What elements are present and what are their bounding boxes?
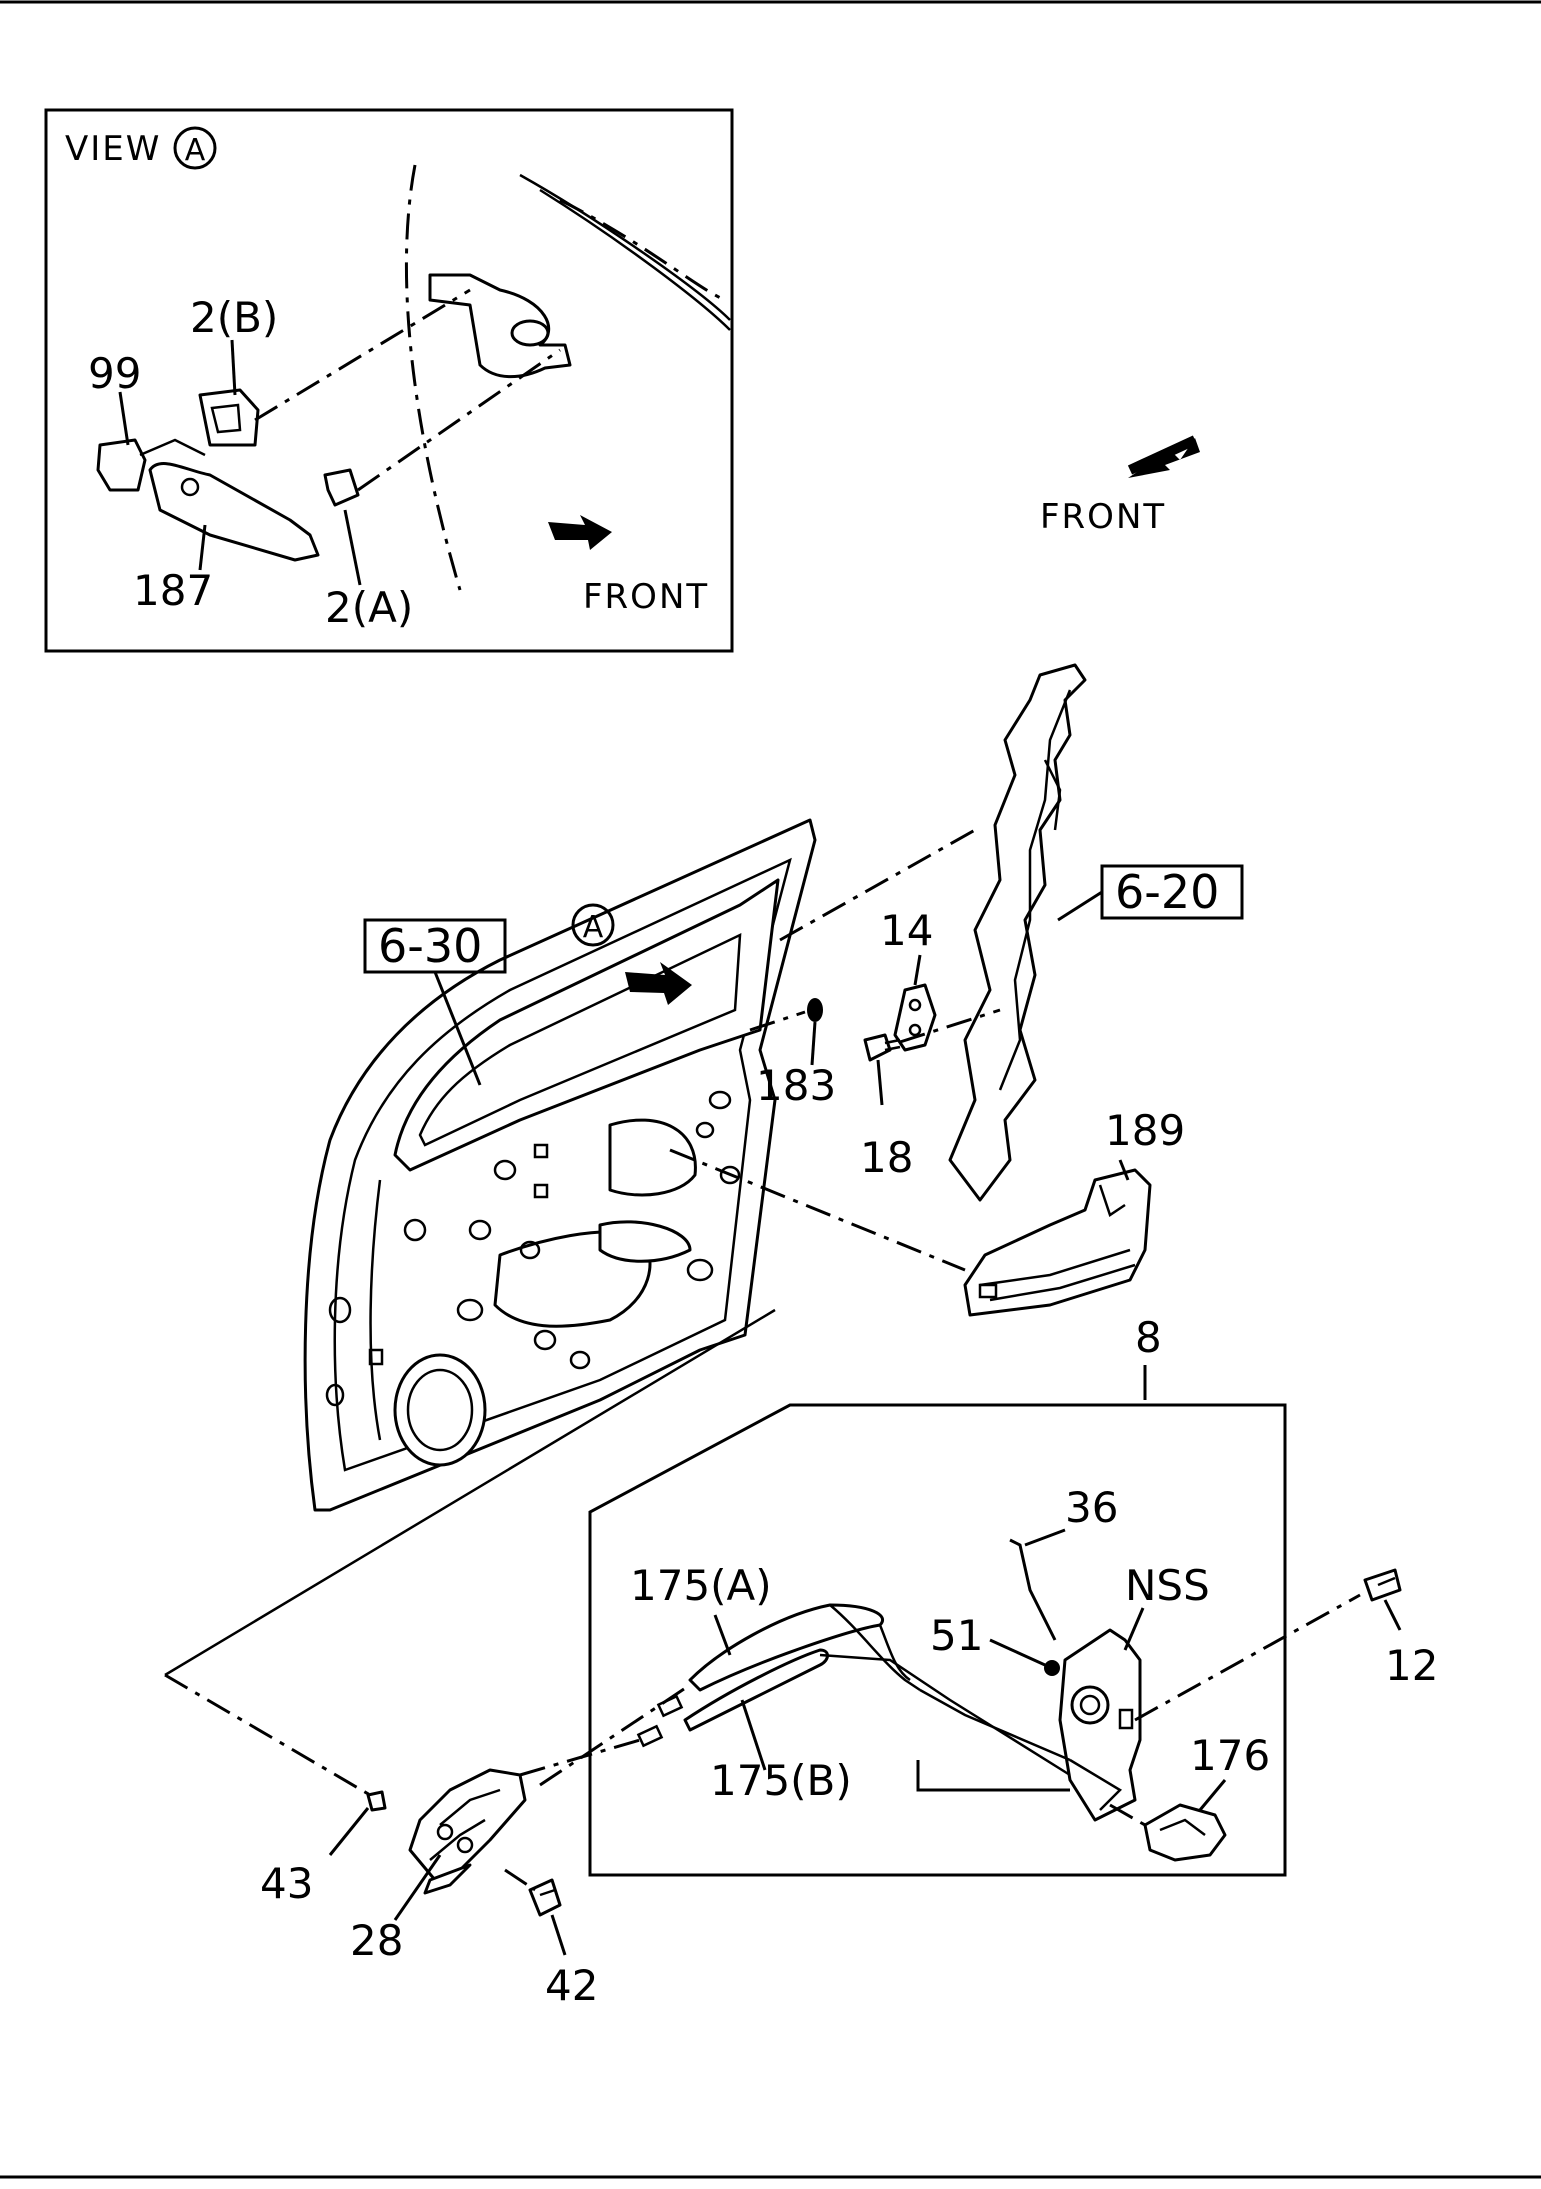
screw-42: 42 — [504, 1868, 598, 2010]
callout-183: 183 — [756, 1061, 836, 1110]
view-a-marker-door — [571, 903, 615, 947]
callout-175a: 175(A) — [630, 1561, 772, 1610]
rod-36: 36 — [1009, 1483, 1118, 1641]
view-marker-letter: A — [185, 133, 206, 168]
handle-187 — [148, 462, 320, 562]
callout-8: 8 — [1135, 1313, 1162, 1362]
callout-nss: NSS — [1125, 1561, 1210, 1610]
view-marker-circle — [173, 126, 217, 170]
callout-189: 189 — [1105, 1106, 1185, 1155]
pad-2a — [323, 468, 360, 507]
lock-assembly-8: 8 — [588, 1313, 1287, 1877]
grommet-183: 183 — [749, 998, 836, 1110]
view-a-marker-door-letter: A — [583, 910, 604, 945]
door-front-arrow — [625, 962, 692, 1005]
cables-175: 175(A) 175(B) — [630, 1561, 1071, 1805]
callout-36: 36 — [1065, 1483, 1118, 1532]
ref-6-30: 6-30 — [378, 919, 482, 973]
callout-43: 43 — [260, 1859, 313, 1908]
callout-99: 99 — [88, 349, 141, 398]
lever-176: 176 — [1109, 1731, 1270, 1862]
callout-2b: 2(B) — [190, 293, 278, 342]
hinge-14: 14 — [880, 906, 937, 1052]
callout-14: 14 — [880, 906, 933, 955]
front-arrow-inset — [548, 515, 612, 550]
bracket-189: 189 — [963, 1106, 1185, 1317]
callout-175b: 175(B) — [710, 1756, 852, 1805]
cap-99 — [96, 438, 147, 492]
callout-12: 12 — [1385, 1641, 1438, 1690]
callout-42: 42 — [545, 1961, 598, 2010]
callout-28: 28 — [350, 1916, 403, 1965]
callout-187: 187 — [133, 566, 213, 615]
callout-176: 176 — [1190, 1731, 1270, 1780]
view-title: VIEW — [65, 129, 161, 169]
door-frame: A — [303, 818, 817, 1512]
clip-43: 43 — [260, 1790, 387, 1908]
ref-box-6-30: 6-30 — [363, 918, 507, 1086]
callout-51: 51 — [930, 1611, 983, 1660]
bolt-18: 18 — [860, 1008, 1001, 1182]
inner-handle-28: 28 — [350, 1768, 527, 1965]
door-panel-6-20: 6-20 — [948, 663, 1244, 1202]
pad-2b — [198, 388, 260, 447]
door-handle-recess — [428, 273, 572, 379]
ref-6-20: 6-20 — [1115, 865, 1219, 919]
screw-12: 12 — [1134, 1568, 1438, 1722]
front-indicator: FRONT — [1040, 435, 1200, 537]
callout-2a: 2(A) — [325, 583, 413, 632]
clip-51: 51 — [930, 1611, 1060, 1676]
inset-front-label: FRONT — [583, 577, 709, 617]
lock-body-nss: NSS — [1058, 1561, 1210, 1822]
callout-18: 18 — [860, 1133, 913, 1182]
view-a-inset: VIEW A 2(B) 99 187 2(A) — [44, 108, 734, 653]
main-front-label: FRONT — [1040, 497, 1166, 537]
